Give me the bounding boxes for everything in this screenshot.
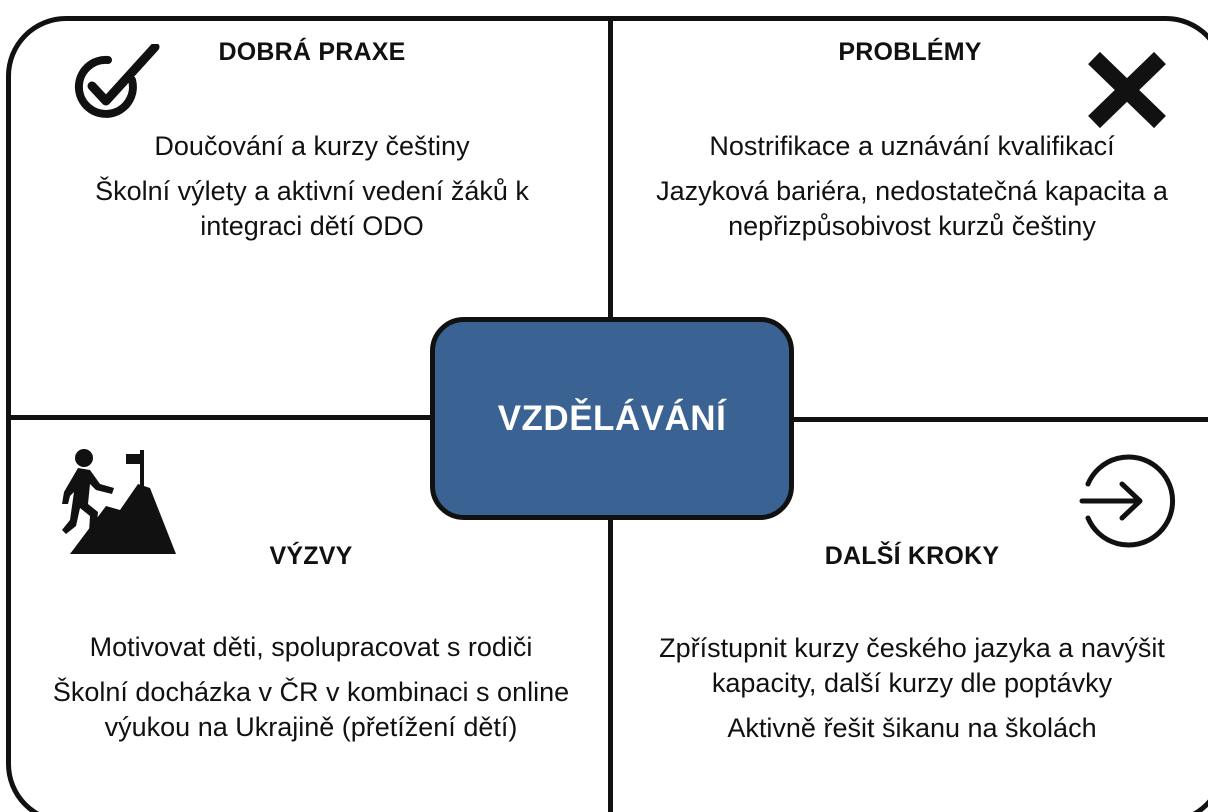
x-cross-icon — [1086, 51, 1168, 129]
divider-horizontal-right — [792, 417, 1208, 422]
list-item: Jazyková bariéra, nedostatečná kapacita … — [656, 176, 1168, 206]
center-topic-box: VZDĚLÁVÁNÍ — [430, 317, 794, 520]
list-item: integraci dětí ODO — [200, 211, 424, 241]
problems-heading: PROBLÉMY — [838, 38, 982, 66]
divider-vertical-bottom — [608, 518, 613, 812]
problems-text: Nostrifikace a uznávání kvalifikací Jazy… — [656, 129, 1168, 244]
checkmark-circle-icon — [52, 42, 162, 120]
list-item: Doučování a kurzy češtiny — [154, 131, 470, 161]
list-item: Motivovat děti, spolupracovat s rodiči — [89, 632, 533, 662]
center-topic-title: VZDĚLÁVÁNÍ — [497, 398, 727, 438]
challenges-heading: VÝZVY — [269, 542, 353, 570]
challenges-text: Motivovat děti, spolupracovat s rodiči Š… — [53, 630, 569, 745]
list-item: Aktivně řešit šikanu na školách — [727, 713, 1097, 743]
list-item: nepřizpůsobivost kurzů češtiny — [728, 211, 1096, 241]
next-steps-text: Zpřístupnit kurzy českého jazyka a navýš… — [659, 631, 1165, 746]
climber-with-flag-icon — [60, 448, 176, 556]
good-practice-text: Doučování a kurzy češtiny Školní výlety … — [95, 129, 529, 244]
divider-vertical-top — [608, 16, 613, 320]
arrow-right-circle-icon — [1070, 450, 1182, 552]
good-practice-heading: DOBRÁ PRAXE — [218, 38, 406, 66]
list-item: Školní docházka v ČR v kombinaci s onlin… — [52, 677, 570, 707]
list-item: Zpřístupnit kurzy českého jazyka a navýš… — [659, 633, 1165, 663]
next-steps-heading: DALŠÍ KROKY — [824, 542, 1000, 570]
list-item: Školní výlety a aktivní vedení žáků k — [95, 176, 529, 206]
list-item: výukou na Ukrajině (přetížení dětí) — [104, 712, 518, 742]
divider-horizontal-left — [10, 415, 434, 420]
list-item: kapacity, další kurzy dle poptávky — [711, 668, 1113, 698]
list-item: Nostrifikace a uznávání kvalifikací — [709, 131, 1115, 161]
diagram-frame — [6, 16, 1208, 812]
